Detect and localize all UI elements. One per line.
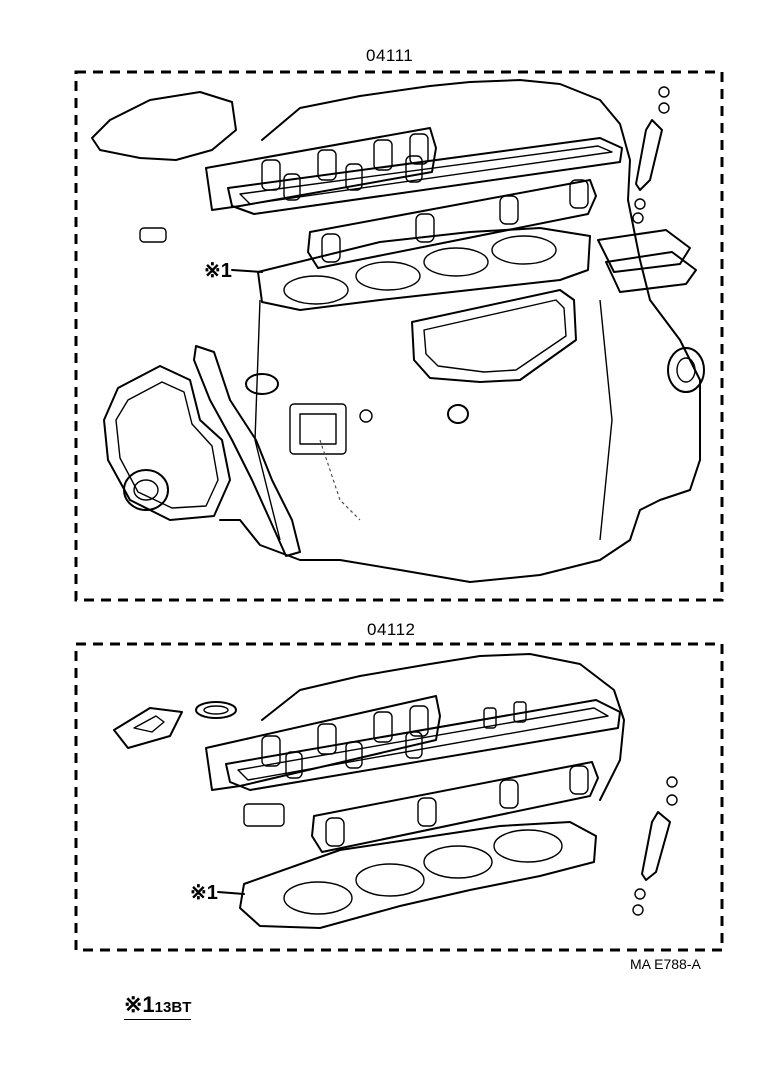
kit-1-intake-ports [321, 179, 589, 263]
kit-2-manifold-gasket [205, 695, 441, 791]
kit-2-head-gasket [239, 821, 597, 929]
kit-2-intake-ports [325, 765, 589, 847]
kit-1-injector-washers [632, 86, 670, 224]
kit-1-head-cover-gasket [227, 137, 623, 215]
kit-2-boundary [74, 642, 724, 952]
kit-1-timing-cover-gasket [103, 365, 231, 521]
kit-2-head-gasket-bores [283, 829, 563, 915]
kit-1-side-cover-gasket [411, 289, 577, 383]
kit-1-front-oil-seal [123, 469, 169, 511]
kit-1-intake-gasket [307, 179, 597, 269]
drawing-code: MA E788-A [630, 956, 701, 972]
kit-2-injector-washers [632, 776, 678, 916]
kit-2-head-cover-gasket [225, 699, 621, 791]
kit-1-boundary [74, 70, 724, 602]
kit-1-manifold-ports [261, 133, 429, 201]
footnote-text: 13BT [154, 999, 192, 1016]
kit-1-head-gasket [257, 227, 591, 311]
kit-1-manifold-gasket [205, 127, 437, 211]
footnote-mark: ※1 [124, 992, 155, 1017]
kit-1-callout-leader [231, 269, 263, 273]
kit-2-engine-block [261, 653, 625, 801]
kit-1-engine-block [219, 79, 701, 583]
kit-2-intake-gasket [311, 761, 599, 853]
kit-2-callout: ※1 [190, 882, 218, 904]
kit-2-part-number: 04112 [367, 620, 416, 639]
kit-1-head-gasket-bores [283, 235, 557, 305]
kit-2-manifold-ports [261, 705, 429, 779]
kit-2-small-gaskets [113, 701, 527, 827]
kit-2-callout-leader [217, 891, 245, 895]
kit-1-water-outlet-gasket [597, 229, 697, 293]
kit-1-side-gasket [193, 345, 301, 557]
kit-1-exhaust-gasket [91, 91, 237, 161]
kit-1-rear-oil-seal [667, 347, 705, 393]
kit-1-part-number: 04111 [366, 46, 414, 65]
kit-1-small-gaskets [139, 227, 469, 455]
footnote: ※113BT [124, 992, 192, 1020]
kit-1-callout: ※1 [204, 260, 232, 282]
